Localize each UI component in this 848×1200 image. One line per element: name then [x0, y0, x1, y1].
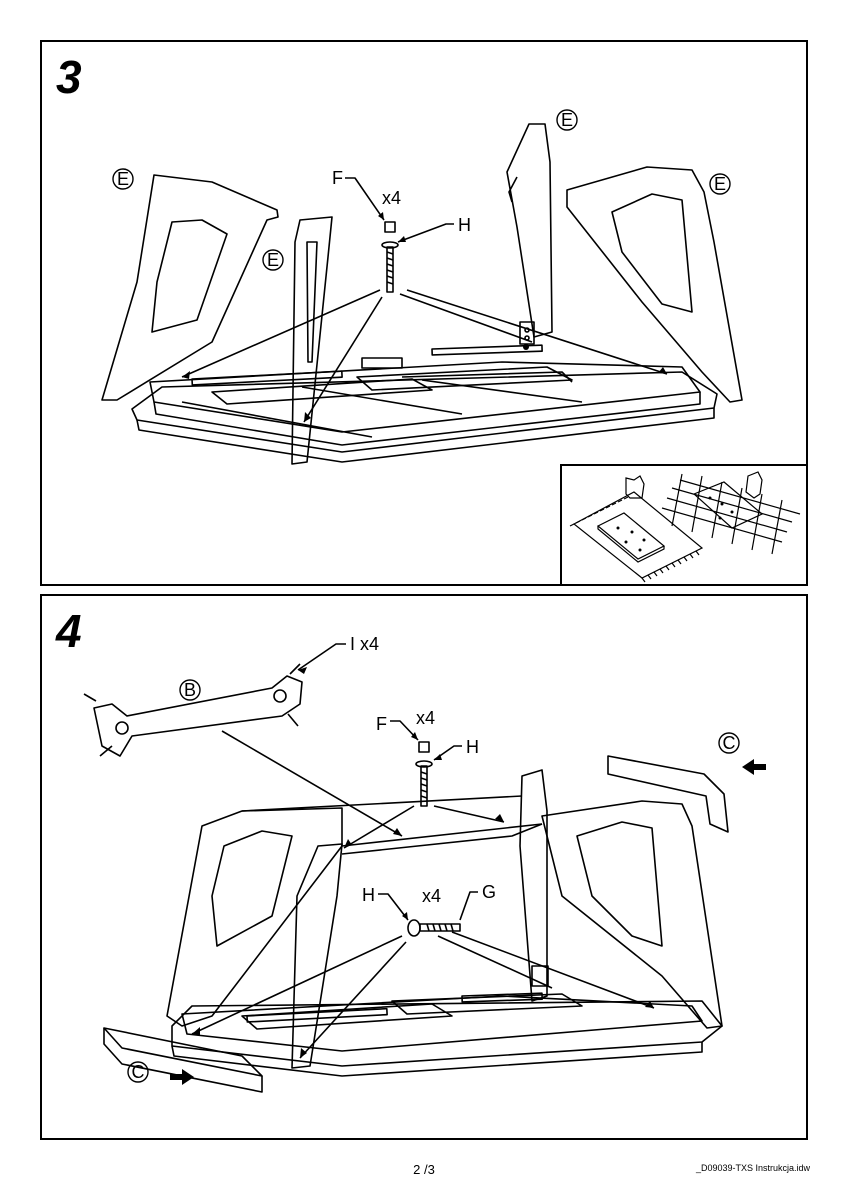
label-b: B [184, 680, 196, 700]
step-4-labels: I x4 B F x4 H H x4 G C C [127, 634, 740, 1083]
step-3-illustration: E E E E F x4 H [101, 109, 743, 465]
table-top-edge [136, 408, 715, 463]
thumbs-down-icon [745, 471, 763, 499]
page-number: 2 /3 [413, 1162, 435, 1177]
leg-left-back [101, 174, 279, 401]
push-arrow-right-icon [742, 759, 766, 775]
step-3-panel: 3 [40, 40, 808, 586]
label-f: F [332, 168, 343, 188]
table-top [131, 371, 718, 453]
leg-left-front [291, 843, 343, 1069]
table-top [171, 1000, 723, 1067]
step-4-illustration: I x4 B F x4 H H x4 G C C [83, 634, 766, 1093]
label-h: H [458, 215, 471, 235]
tabletop-on-tiles [692, 481, 764, 529]
label-e-2: E [267, 250, 279, 270]
step-3-labels: E E E E F x4 H [112, 109, 731, 271]
cross-rail [356, 366, 573, 391]
label-g: G [482, 882, 496, 902]
label-qty: x4 [382, 188, 401, 208]
leg-right-front [541, 800, 723, 1029]
bolt-head [384, 221, 396, 233]
label-e-circle [112, 168, 134, 190]
label-f: F [376, 714, 387, 734]
leg-right-back [506, 123, 553, 338]
leg-right-back [519, 769, 548, 1002]
file-name: _D09039-TXS Instrukcja.idw [695, 1163, 810, 1173]
side-c-right [607, 755, 729, 833]
slide-rail-right [431, 344, 543, 356]
apron-frame [149, 361, 701, 433]
label-i: I x4 [350, 634, 379, 654]
label-h-top: H [466, 737, 479, 757]
step-4-number: 4 [56, 605, 82, 657]
leg-left-front [291, 216, 333, 465]
washer [381, 241, 399, 249]
slide-rail-left [191, 370, 343, 386]
tabletop-on-rug [596, 512, 666, 560]
stretcher-b [93, 675, 303, 757]
label-e-1: E [117, 169, 129, 189]
leg-right-front [566, 166, 743, 403]
rug [572, 491, 704, 579]
label-e-4: E [714, 174, 726, 194]
push-arrow-left-icon [170, 1069, 194, 1085]
label-c-left: C [132, 1062, 145, 1082]
label-c-right: C [723, 733, 736, 753]
surface-tip-inset [560, 464, 808, 586]
side-c-left [103, 1027, 263, 1077]
label-qty-mid: x4 [422, 886, 441, 906]
step-4-panel: 4 [40, 594, 808, 1140]
leg-left-back [166, 807, 343, 1027]
label-e-3: E [561, 110, 573, 130]
bolt-shank [386, 246, 394, 293]
step-3-number: 3 [56, 51, 82, 103]
label-qty-top: x4 [416, 708, 435, 728]
label-h-mid: H [362, 885, 375, 905]
surface-tip-illustration [569, 471, 801, 583]
thumbs-up-icon [625, 475, 645, 499]
